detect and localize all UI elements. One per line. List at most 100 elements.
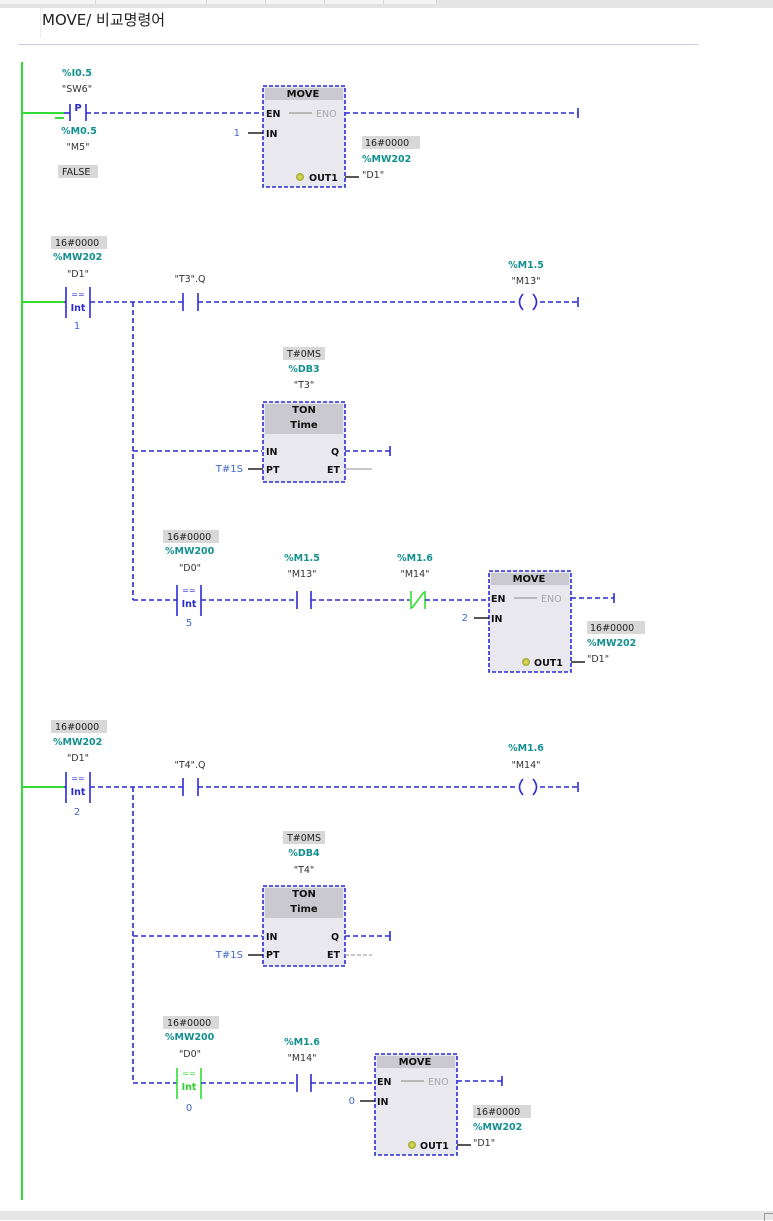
out-value-box	[362, 136, 420, 149]
ton-symbol: "T3"	[294, 380, 315, 391]
move-block-title: MOVE	[513, 574, 546, 585]
cmp2-value-box	[163, 530, 219, 543]
move-block[interactable]: MOVE EN ENO IN OUT1	[262, 85, 346, 188]
move-block-title: MOVE	[399, 1057, 432, 1068]
network-title[interactable]: MOVE/ 비교명령어	[42, 11, 166, 29]
ton-time-box	[283, 831, 325, 844]
ton-time-box	[283, 347, 325, 360]
rung-2: 16#0000 %MW202 "D1" == Int 1 "T3".Q %M1.…	[22, 236, 645, 673]
ton-pin-pt: PT	[266, 950, 280, 961]
move-out-value: 16#0000	[476, 1107, 520, 1118]
compare-contact[interactable]: == Int	[64, 772, 91, 803]
top-tab-strip	[0, 0, 773, 8]
pin-eno: ENO	[428, 1077, 449, 1088]
move-out-symbol: "D1"	[587, 654, 609, 665]
cmp2-operator: ==	[182, 586, 195, 595]
cmp2-constant[interactable]: 0	[186, 1103, 192, 1114]
contact-m13-address[interactable]: %M1.5	[284, 553, 320, 564]
output-marker-icon	[522, 658, 530, 666]
edge-value-box	[58, 165, 98, 178]
ton-subtitle: Time	[290, 420, 318, 431]
title-underline	[18, 44, 698, 45]
cmp-operator: ==	[71, 774, 84, 783]
ton-timer-block[interactable]: TON Time IN PT Q ET	[262, 401, 346, 483]
tab-segment[interactable]	[96, 0, 207, 4]
coil-address[interactable]: %M1.6	[508, 743, 544, 754]
output-coil[interactable]	[518, 293, 538, 311]
tab-segment[interactable]	[325, 0, 384, 4]
move-block-title: MOVE	[287, 89, 320, 100]
timer-contact[interactable]	[182, 778, 199, 796]
ton-pin-pt: PT	[266, 465, 280, 476]
cmp2-value: 16#0000	[167, 1018, 211, 1029]
move-block-2[interactable]: MOVE EN ENO IN OUT1	[488, 570, 572, 673]
no-contact-m13[interactable]	[296, 591, 312, 609]
timer-contact[interactable]	[182, 293, 199, 311]
out-value-box	[473, 1105, 531, 1118]
cmp-constant[interactable]: 1	[74, 321, 80, 332]
no-contact-m14[interactable]	[296, 1074, 312, 1092]
resize-grip-icon[interactable]	[764, 1213, 773, 1221]
contact-m14-address[interactable]: %M1.6	[397, 553, 433, 564]
pin-in: IN	[377, 1097, 389, 1108]
ton-pt-value[interactable]: T#1S	[215, 950, 243, 961]
ton-time-value: T#0MS	[286, 349, 321, 360]
tab-segment[interactable]	[266, 0, 325, 4]
move-out-value: 16#0000	[365, 138, 409, 149]
output-marker-icon	[296, 173, 304, 181]
cmp-value: 16#0000	[55, 238, 99, 249]
compare-contact-2[interactable]: == Int	[176, 585, 202, 616]
cmp2-value: 16#0000	[167, 532, 211, 543]
cmp2-symbol: "D0"	[179, 1049, 201, 1060]
edge-memory-symbol: "M5"	[67, 142, 90, 153]
tab-segment[interactable]	[384, 0, 437, 4]
compare-contact[interactable]: == Int	[64, 287, 91, 318]
coil-symbol: "M14"	[511, 760, 540, 771]
contact-m14-address[interactable]: %M1.6	[284, 1037, 320, 1048]
compare-contact-2[interactable]: == Int	[176, 1068, 202, 1099]
edge-value: FALSE	[62, 167, 90, 178]
cmp-symbol: "D1"	[67, 753, 89, 764]
coil-address[interactable]: %M1.5	[508, 260, 544, 271]
horizontal-scrollbar[interactable]	[0, 1211, 773, 1220]
move-block-3[interactable]: MOVE EN ENO IN OUT1	[374, 1053, 458, 1156]
output-coil[interactable]	[518, 778, 538, 796]
nc-contact-m14[interactable]	[409, 591, 426, 609]
cmp-address[interactable]: %MW202	[53, 737, 102, 748]
move-out-address[interactable]: %MW202	[362, 154, 411, 165]
p-edge-contact[interactable]: P	[64, 103, 87, 121]
ton-time-value: T#0MS	[286, 833, 321, 844]
ton-title: TON	[292, 889, 316, 900]
pin-en: EN	[266, 109, 280, 120]
contact-m14-symbol: "M14"	[287, 1053, 316, 1064]
ton-db-address[interactable]: %DB3	[288, 364, 319, 375]
title-separator	[40, 8, 41, 38]
move-in-value[interactable]: 2	[462, 613, 468, 624]
cmp-type: Int	[71, 787, 86, 798]
move-out-address[interactable]: %MW202	[473, 1122, 522, 1133]
move-out-address[interactable]: %MW202	[587, 638, 636, 649]
coil-symbol: "M13"	[511, 276, 540, 287]
cmp2-address[interactable]: %MW200	[165, 546, 215, 557]
cmp-type: Int	[71, 303, 86, 314]
cmp2-constant[interactable]: 5	[186, 618, 192, 629]
ton-title: TON	[292, 405, 316, 416]
ton-timer-block[interactable]: TON Time IN PT Q ET	[262, 885, 346, 967]
pin-out: OUT1	[309, 173, 338, 184]
ton-pin-q: Q	[331, 932, 339, 943]
ton-pin-in: IN	[266, 932, 278, 943]
ton-pt-value[interactable]: T#1S	[215, 464, 243, 475]
timer-contact-symbol: "T3".Q	[174, 274, 205, 285]
tab-segment[interactable]	[207, 0, 266, 4]
cmp2-address[interactable]: %MW200	[165, 1032, 215, 1043]
cmp-address[interactable]: %MW202	[53, 252, 102, 263]
cmp-constant[interactable]: 2	[74, 807, 80, 818]
move-in-value[interactable]: 0	[349, 1096, 355, 1107]
cmp2-type: Int	[182, 1082, 197, 1093]
contact-m14-symbol: "M14"	[400, 569, 429, 580]
ton-db-address[interactable]: %DB4	[288, 848, 320, 859]
pin-eno: ENO	[316, 109, 337, 120]
tab-segment[interactable]	[0, 0, 96, 4]
move-in-value[interactable]: 1	[234, 128, 240, 139]
